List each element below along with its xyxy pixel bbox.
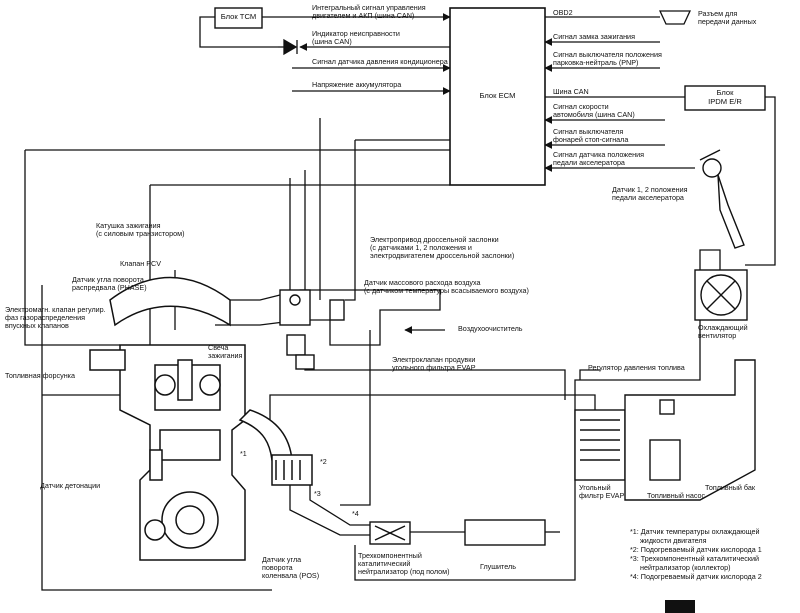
ipdm-label-1: Блок <box>716 88 734 97</box>
evap-canister-icon <box>574 409 626 481</box>
line-harness-4 <box>345 140 356 301</box>
label-speed-2: автомобиля (шина CAN) <box>553 110 635 119</box>
label-pcv: Клапан PCV <box>120 259 162 268</box>
label-injector: Топливная форсунка <box>5 371 75 380</box>
label-battery: Напряжение аккумулятора <box>312 80 402 89</box>
label-can: Шина CAN <box>553 87 589 96</box>
label-phase-2: распредвала (PHASE) <box>72 283 147 292</box>
label-knock: Датчик детонации <box>40 481 101 490</box>
mil-diode-icon <box>278 38 298 56</box>
label-throttle-3: электродвигателем дроссельной заслонки) <box>370 251 515 260</box>
label-ac-pressure: Сигнал датчика давления кондиционера <box>312 57 448 66</box>
label-throttle-2: (с датчиками 1, 2 положения и <box>370 243 472 252</box>
line-harness-11 <box>41 285 272 591</box>
label-pnp-1: Сигнал выключателя положения <box>553 50 662 59</box>
ipdm-label-2: IPDM E/R <box>708 97 742 106</box>
pedal-icon <box>699 149 745 249</box>
note-2: *2: Подогреваемый датчик кислорода 1 <box>630 545 762 554</box>
note-4: *4: Подогреваемый датчик кислорода 2 <box>630 572 762 581</box>
label-connector-1: Разъем для <box>698 9 738 18</box>
exhaust-pipe <box>289 480 370 536</box>
line-fan-down <box>354 249 721 581</box>
marker-4: *4 <box>352 509 359 518</box>
exhaust-manifold <box>238 409 313 486</box>
label-maf-2: (с датчиком температуры всасываемого воз… <box>364 286 529 295</box>
label-fan-2: вентилятор <box>698 331 737 340</box>
label-vvt-3: впускных клапанов <box>5 321 69 330</box>
label-evap-valve-2: угольного фильтра EVAP <box>392 363 476 372</box>
line-tcm-down <box>199 16 278 48</box>
label-fuel-reg: Регулятор давления топлива <box>588 363 685 372</box>
note-1-l1: *1: Датчик температуры охлаждающей <box>630 527 760 536</box>
label-catalyst-3: нейтрализатор (под полом) <box>358 567 450 576</box>
label-fan-1: Охлаждающий <box>698 323 748 332</box>
label-fuel-tank: Топливный бак <box>705 483 755 492</box>
line-harness-2 <box>24 150 120 346</box>
label-evap-can-1: Угольный <box>579 483 611 492</box>
label-ign: Сигнал замка зажигания <box>553 32 635 41</box>
label-catalyst-1: Трехкомпонентный <box>358 551 422 560</box>
catalyst-icon <box>369 521 411 545</box>
line-ipdm-fan <box>745 96 776 266</box>
label-pedal-1: Датчик 1, 2 положения <box>612 185 688 194</box>
fan-icon <box>694 269 748 321</box>
label-pnp-2: парковка-нейтраль (PNP) <box>553 58 639 67</box>
label-muffler: Глушитель <box>480 562 516 571</box>
label-mil-1: Индикатор неисправности <box>312 29 400 38</box>
tcm-label: Блок TCM <box>220 12 257 21</box>
fuel-line <box>245 394 596 440</box>
label-connector-2: передачи данных <box>698 17 757 26</box>
label-phase-1: Датчик угла поворота <box>72 275 144 284</box>
label-stop-2: фонарей стоп-сигнала <box>553 135 629 144</box>
intake-duct <box>210 289 441 346</box>
label-pedal-sig-1: Сигнал датчика положения <box>553 150 644 159</box>
label-pos-3: коленвала (POS) <box>262 571 320 580</box>
ecm-label: Блок ECM <box>479 91 516 100</box>
label-speed-1: Сигнал скорости <box>553 102 609 111</box>
data-connector-icon <box>658 10 692 25</box>
engine-icon <box>89 276 246 561</box>
label-pedal-sig-2: педали акселератора <box>553 158 625 167</box>
label-tcm-can-1: Интегральный сигнал управления <box>312 3 426 12</box>
label-evap-can-2: фильтр EVAP <box>579 491 625 500</box>
label-pedal-2: педали акселератора <box>612 193 684 202</box>
marker-2: *2 <box>320 457 327 466</box>
evap-valve <box>295 354 315 370</box>
page-tab <box>665 600 695 613</box>
tcm-block <box>214 7 263 29</box>
note-3-l1: *3: Трехкомпонентный каталитический <box>630 554 760 563</box>
label-pos-1: Датчик угла <box>262 555 302 564</box>
marker-1: *1 <box>240 449 247 458</box>
note-1-l2: жидкости двигателя <box>640 536 707 545</box>
muffler-icon <box>464 519 546 546</box>
label-fuel-pump: Топливный насос <box>647 491 706 500</box>
line-harness-13 <box>340 330 371 506</box>
label-vvt-2: фаз газораспределения <box>5 313 86 322</box>
label-throttle-1: Электропривод дроссельной заслонки <box>370 235 499 244</box>
label-stop-1: Сигнал выключателя <box>553 127 624 136</box>
label-tcm-can-2: двигателем и АКП (шина CAN) <box>312 11 415 20</box>
exhaust-pipe-2 <box>309 480 370 526</box>
fuel-tank-icon <box>624 359 756 501</box>
ecm-block <box>449 7 546 186</box>
ipdm-block <box>684 85 766 111</box>
label-vvt-1: Электромагн. клапан регулир. <box>5 305 106 314</box>
label-evap-valve-1: Электроклапан продувки <box>392 355 476 364</box>
label-mil-2: (шина CAN) <box>312 37 352 46</box>
throttle-body <box>279 289 311 356</box>
label-coil-2: (с силовым транзистором) <box>96 229 185 238</box>
label-maf-1: Датчик массового расхода воздуха <box>364 278 481 287</box>
label-air-cleaner: Воздухоочиститель <box>458 324 523 333</box>
maf-sensor <box>329 299 345 321</box>
line-harness-14 <box>579 369 600 380</box>
label-obd: OBD2 <box>553 8 573 17</box>
marker-3: *3 <box>314 489 321 498</box>
label-spark-2: зажигания <box>208 351 243 360</box>
label-coil-1: Катушка зажигания <box>96 221 161 230</box>
label-pos-2: поворота <box>262 563 293 572</box>
label-spark-1: Свеча <box>208 343 229 352</box>
note-3-l2: нейтрализатор (коллектор) <box>640 563 731 572</box>
label-catalyst-2: каталитический <box>358 559 411 568</box>
